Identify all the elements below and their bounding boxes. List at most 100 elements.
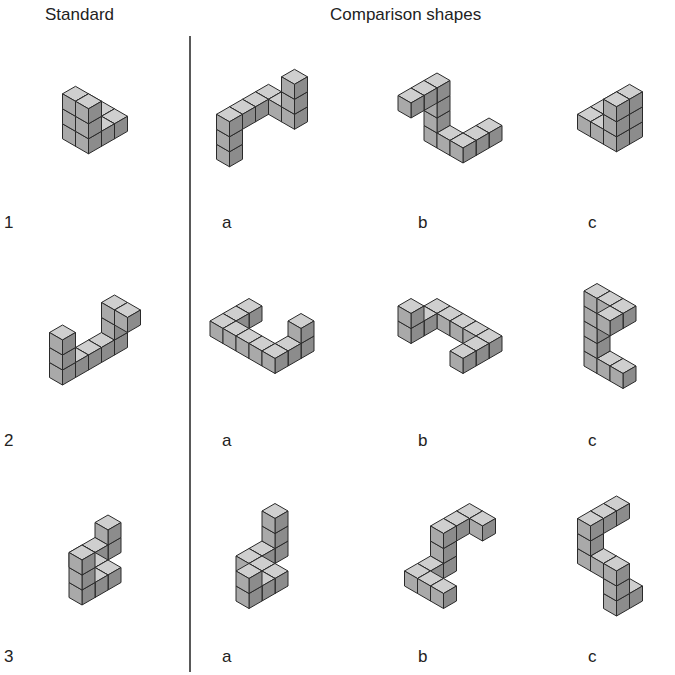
cube-face [69, 553, 82, 576]
cube-face [450, 321, 463, 344]
cube-face [50, 333, 63, 356]
cube-face [476, 344, 489, 367]
cube-face [604, 511, 617, 534]
cube-face [249, 571, 262, 594]
cube-face [437, 314, 450, 337]
cube-figure [63, 86, 128, 154]
divider-line [189, 36, 191, 672]
cube-face [288, 321, 301, 344]
cube-face [236, 571, 249, 594]
cube-face [437, 81, 450, 104]
cube-face [418, 579, 431, 602]
cube-face [431, 526, 444, 549]
cube-face [578, 114, 591, 137]
cube-face [437, 133, 450, 156]
cube-figure [398, 73, 502, 163]
cube-figure [210, 299, 314, 374]
column-heading: Standard [45, 6, 114, 25]
cube-face [405, 571, 418, 594]
cube-face [431, 586, 444, 609]
cube-face [128, 310, 141, 333]
cube-face [102, 124, 115, 147]
item-number: 1 [4, 214, 13, 233]
cube-face [108, 523, 121, 546]
cube-face [457, 519, 470, 542]
cube-face [76, 355, 89, 378]
cube-face [617, 99, 630, 122]
cube-face [483, 519, 496, 542]
option-letter: a [222, 432, 231, 451]
cube-face [476, 133, 489, 156]
option-letter: b [418, 214, 427, 233]
cube-face [424, 314, 437, 337]
cube-face [617, 504, 630, 527]
cube-face [262, 351, 275, 374]
cube-face [597, 359, 610, 382]
cube-face [89, 101, 102, 124]
cube-face [411, 306, 424, 329]
cube-face [604, 99, 617, 122]
cube-figure [584, 284, 636, 389]
cube-face [262, 579, 275, 602]
cube-face [115, 116, 128, 139]
option-letter: c [588, 432, 597, 451]
cube-face [623, 306, 636, 329]
cube-face [489, 336, 502, 359]
cube-face [450, 351, 463, 374]
cube-face [610, 314, 623, 337]
cube-face [243, 107, 256, 130]
cube-face [115, 310, 128, 333]
cube-face [262, 511, 275, 534]
cube-face [282, 77, 295, 100]
cube-face [411, 96, 424, 119]
cube-face [275, 351, 288, 374]
option-letter: c [588, 648, 597, 667]
cube-face [450, 141, 463, 164]
cube-face [398, 96, 411, 119]
option-letter: c [588, 214, 597, 233]
cube-face [63, 333, 76, 356]
cube-face [76, 101, 89, 124]
cube-face [584, 291, 597, 314]
cube-face [398, 306, 411, 329]
cube-figures [50, 69, 643, 616]
cube-face [444, 526, 457, 549]
cube-face [230, 114, 243, 137]
cube-face [275, 511, 288, 534]
cube-figure [217, 69, 308, 167]
cube-face [249, 306, 262, 329]
option-letter: a [222, 648, 231, 667]
cube-face [63, 94, 76, 117]
cube-face [301, 321, 314, 344]
item-number: 3 [4, 648, 13, 667]
cube-face [256, 99, 269, 122]
cube-figure [69, 515, 121, 605]
cube-face [630, 586, 643, 609]
cube-face [275, 571, 288, 594]
cube-face [95, 575, 108, 598]
cube-figure [398, 299, 502, 374]
cube-figure [236, 504, 288, 609]
option-letter: b [418, 648, 427, 667]
item-number: 2 [4, 432, 13, 451]
cube-face [489, 126, 502, 149]
cube-face [102, 303, 115, 326]
cube-face [108, 568, 121, 591]
cube-figure [578, 84, 643, 152]
option-letter: a [222, 214, 231, 233]
cube-face [591, 519, 604, 542]
cube-face [424, 88, 437, 111]
cube-face [463, 141, 476, 164]
cube-face [89, 348, 102, 371]
cube-figure [578, 496, 643, 616]
cube-face [288, 344, 301, 367]
option-letter: b [418, 432, 427, 451]
cube-face [223, 329, 236, 352]
cube-figure [50, 295, 141, 385]
cube-face [591, 122, 604, 145]
cube-figure [405, 504, 496, 609]
cube-face [444, 586, 457, 609]
cube-face [578, 519, 591, 542]
cube-face [591, 556, 604, 579]
